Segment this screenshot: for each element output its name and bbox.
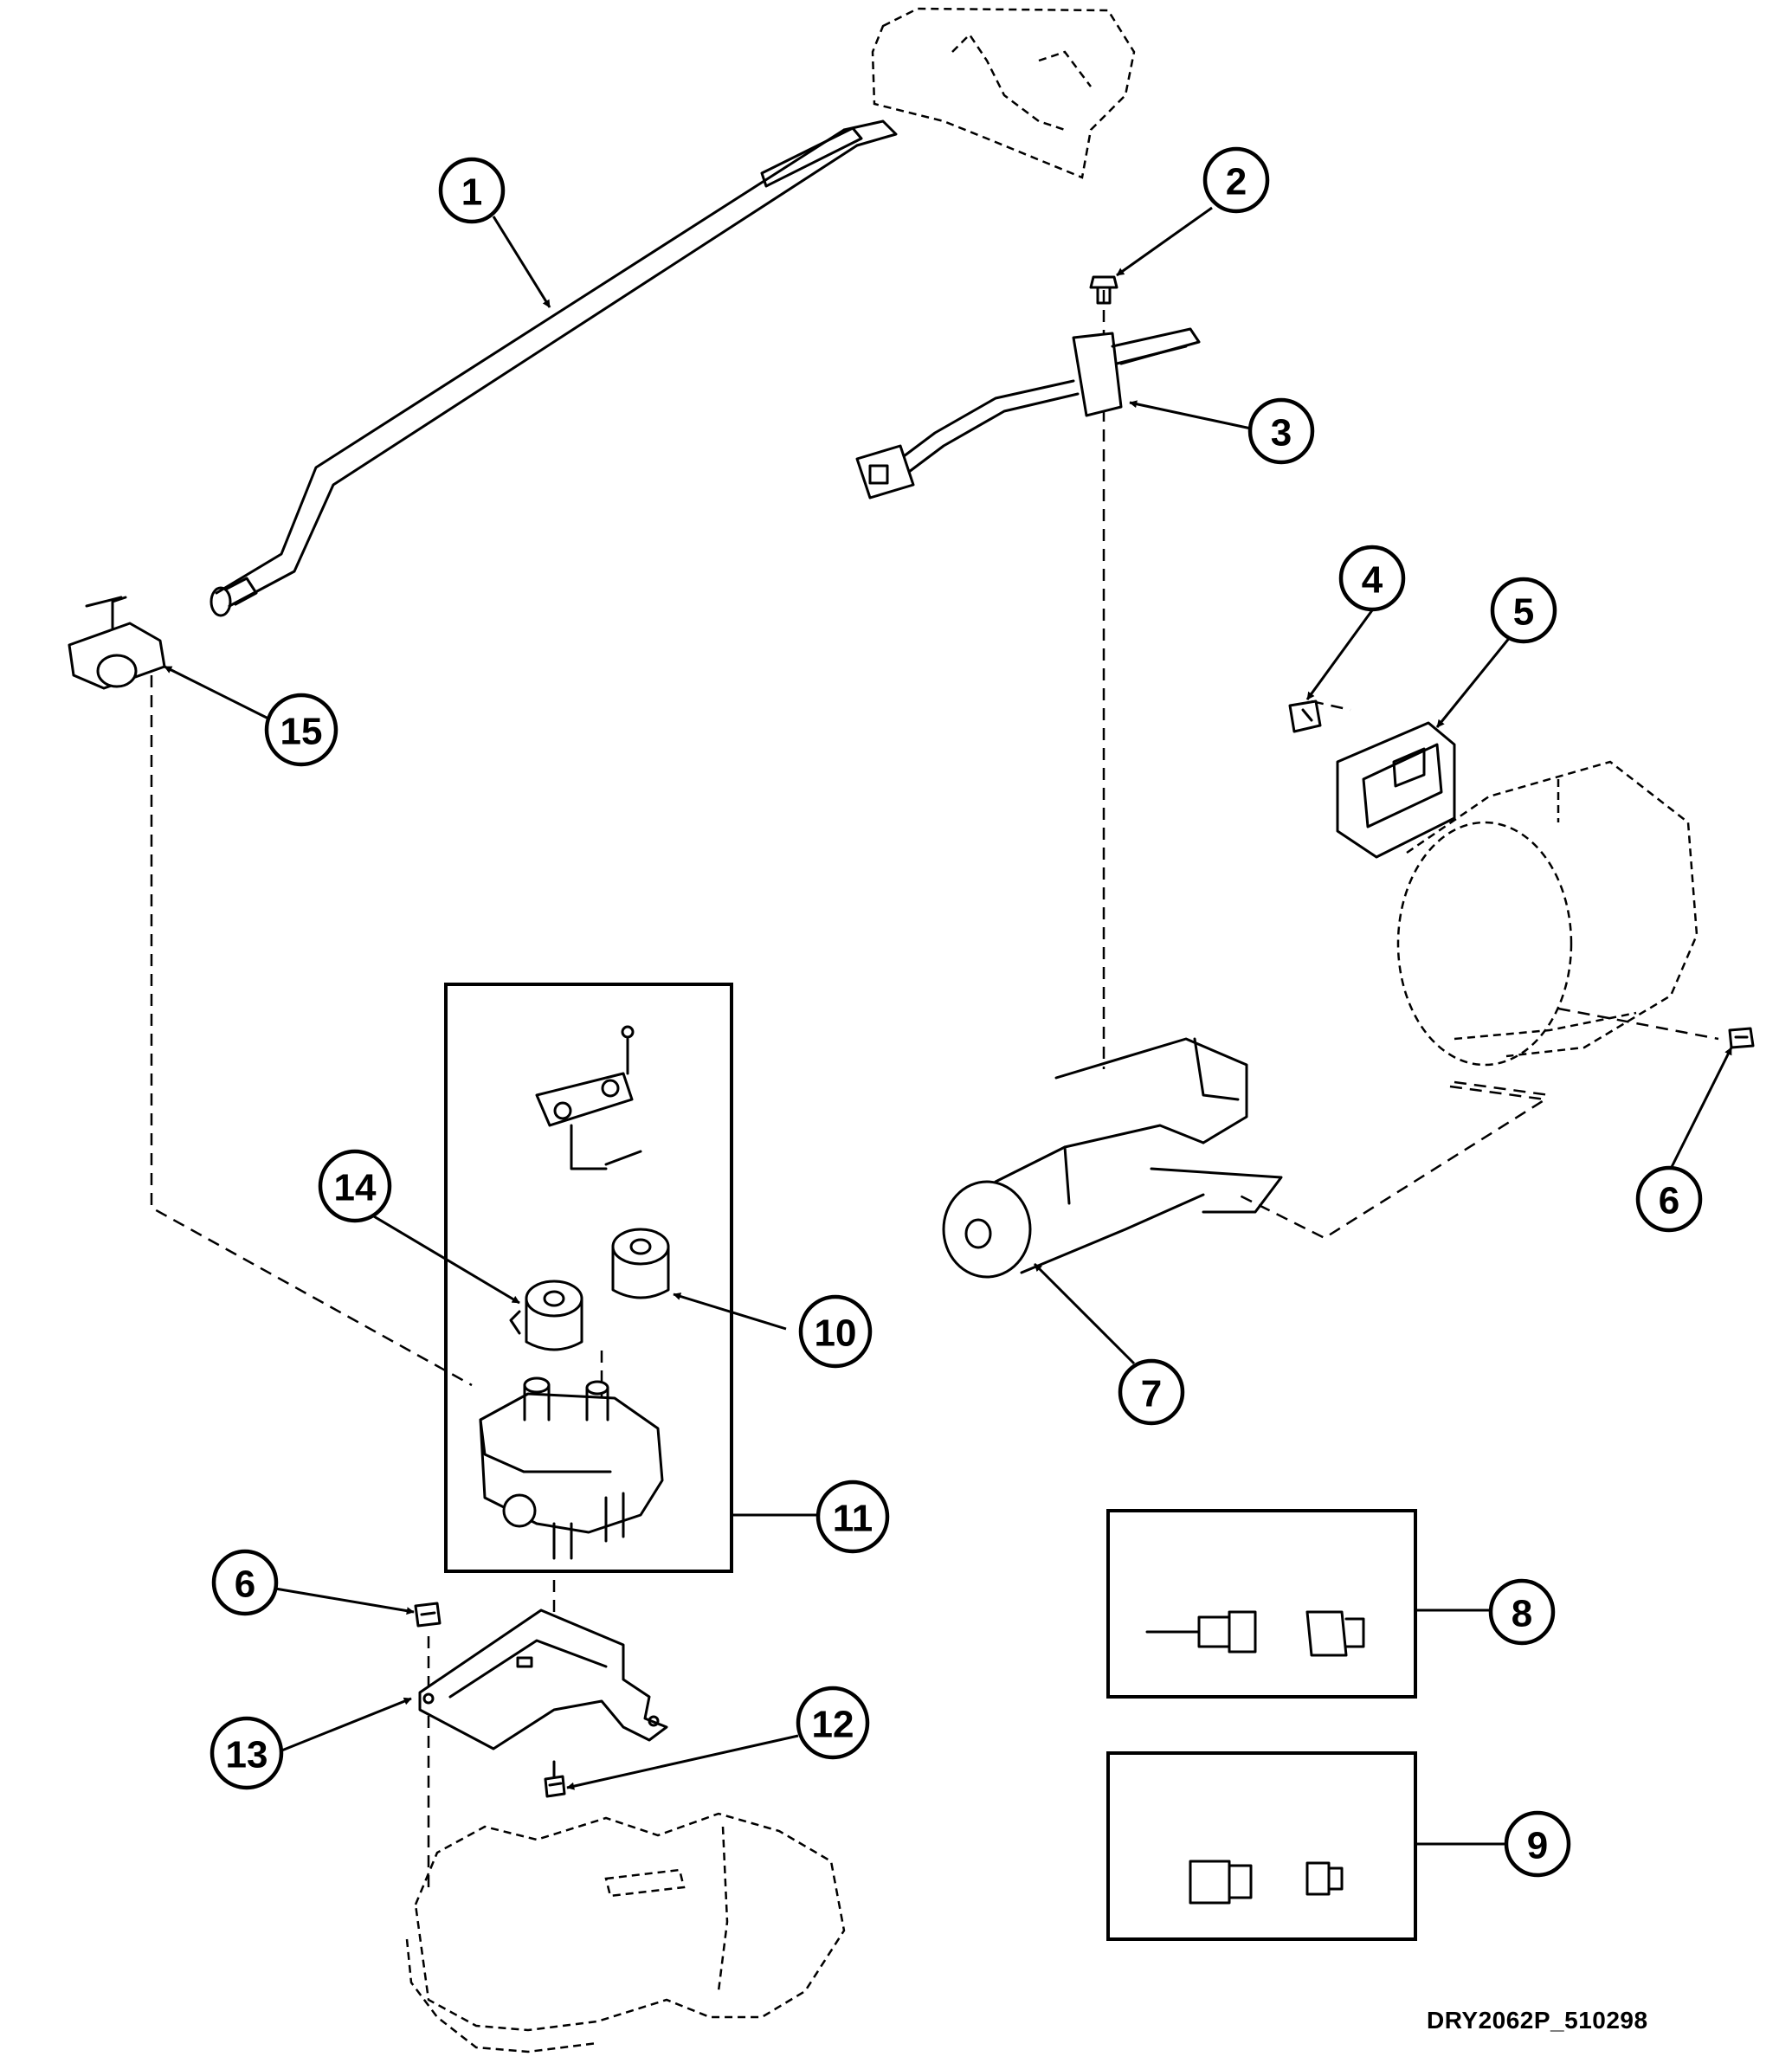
callout-2-label: 2 (1226, 161, 1247, 203)
ghost-burner-housing (1396, 760, 1699, 1067)
callout-12: 12 (796, 1686, 870, 1760)
conversion-kit-8-box (1106, 1509, 1417, 1699)
callout-2: 2 (1202, 146, 1270, 214)
callout-8-label: 8 (1512, 1593, 1532, 1635)
callout-5-label: 5 (1513, 591, 1534, 634)
callout-6-left: 6 (211, 1549, 279, 1616)
callout-13: 13 (209, 1716, 284, 1790)
leader-lines (164, 206, 1733, 1846)
callout-1: 1 (438, 157, 506, 224)
ghost-base-frame (405, 1812, 846, 2053)
callout-7: 7 (1118, 1358, 1185, 1426)
callout-9: 9 (1504, 1810, 1571, 1878)
shutoff-valve (68, 596, 166, 690)
valve-coil-14 (509, 1280, 583, 1351)
screw-6-left (414, 1602, 442, 1628)
screw-2 (1089, 275, 1118, 305)
valve-coil-10 (611, 1228, 670, 1299)
gas-pipe (209, 119, 898, 617)
ghost-top-frame (871, 7, 1136, 179)
conversion-kit-9-box (1106, 1751, 1417, 1941)
callout-11: 11 (815, 1480, 890, 1554)
callout-13-label: 13 (226, 1734, 268, 1776)
callout-9-label: 9 (1527, 1825, 1548, 1867)
callout-11-label: 11 (833, 1498, 873, 1540)
callout-15: 15 (264, 693, 338, 767)
callout-10: 10 (798, 1294, 873, 1369)
callout-12-label: 12 (812, 1704, 854, 1746)
callout-6-right-label: 6 (1659, 1180, 1679, 1222)
orifice-fitting-8 (1145, 1610, 1365, 1657)
callout-8: 8 (1488, 1578, 1556, 1646)
callout-14: 14 (318, 1149, 392, 1223)
callout-6-right: 6 (1635, 1165, 1703, 1233)
screw-6-right (1728, 1027, 1755, 1049)
callout-14-label: 14 (334, 1167, 377, 1209)
gas-valve-body (479, 1376, 664, 1560)
igniter (855, 327, 1201, 500)
callout-5: 5 (1490, 577, 1557, 644)
bracket (1336, 721, 1456, 859)
callout-15-label: 15 (280, 711, 323, 753)
callout-4-label: 4 (1362, 559, 1383, 602)
callout-7-label: 7 (1141, 1373, 1162, 1415)
callout-1-label: 1 (461, 171, 482, 214)
callout-10-label: 10 (815, 1312, 857, 1355)
screw-12 (544, 1760, 566, 1798)
valve-bracket (535, 1025, 642, 1170)
fittings-9 (1189, 1860, 1344, 1905)
valve-mounting-bracket (418, 1608, 668, 1750)
assembly-lines (150, 290, 1719, 1887)
burner-tube (942, 1037, 1283, 1279)
gas-valve-assembly-box (444, 983, 733, 1573)
callout-4: 4 (1338, 545, 1406, 612)
screw-4 (1288, 699, 1322, 733)
callout-6-left-label: 6 (235, 1563, 255, 1606)
callout-3: 3 (1247, 397, 1315, 465)
callout-3-label: 3 (1271, 412, 1292, 455)
drawing-id-label: DRY2062P_510298 (1427, 2007, 1648, 2034)
